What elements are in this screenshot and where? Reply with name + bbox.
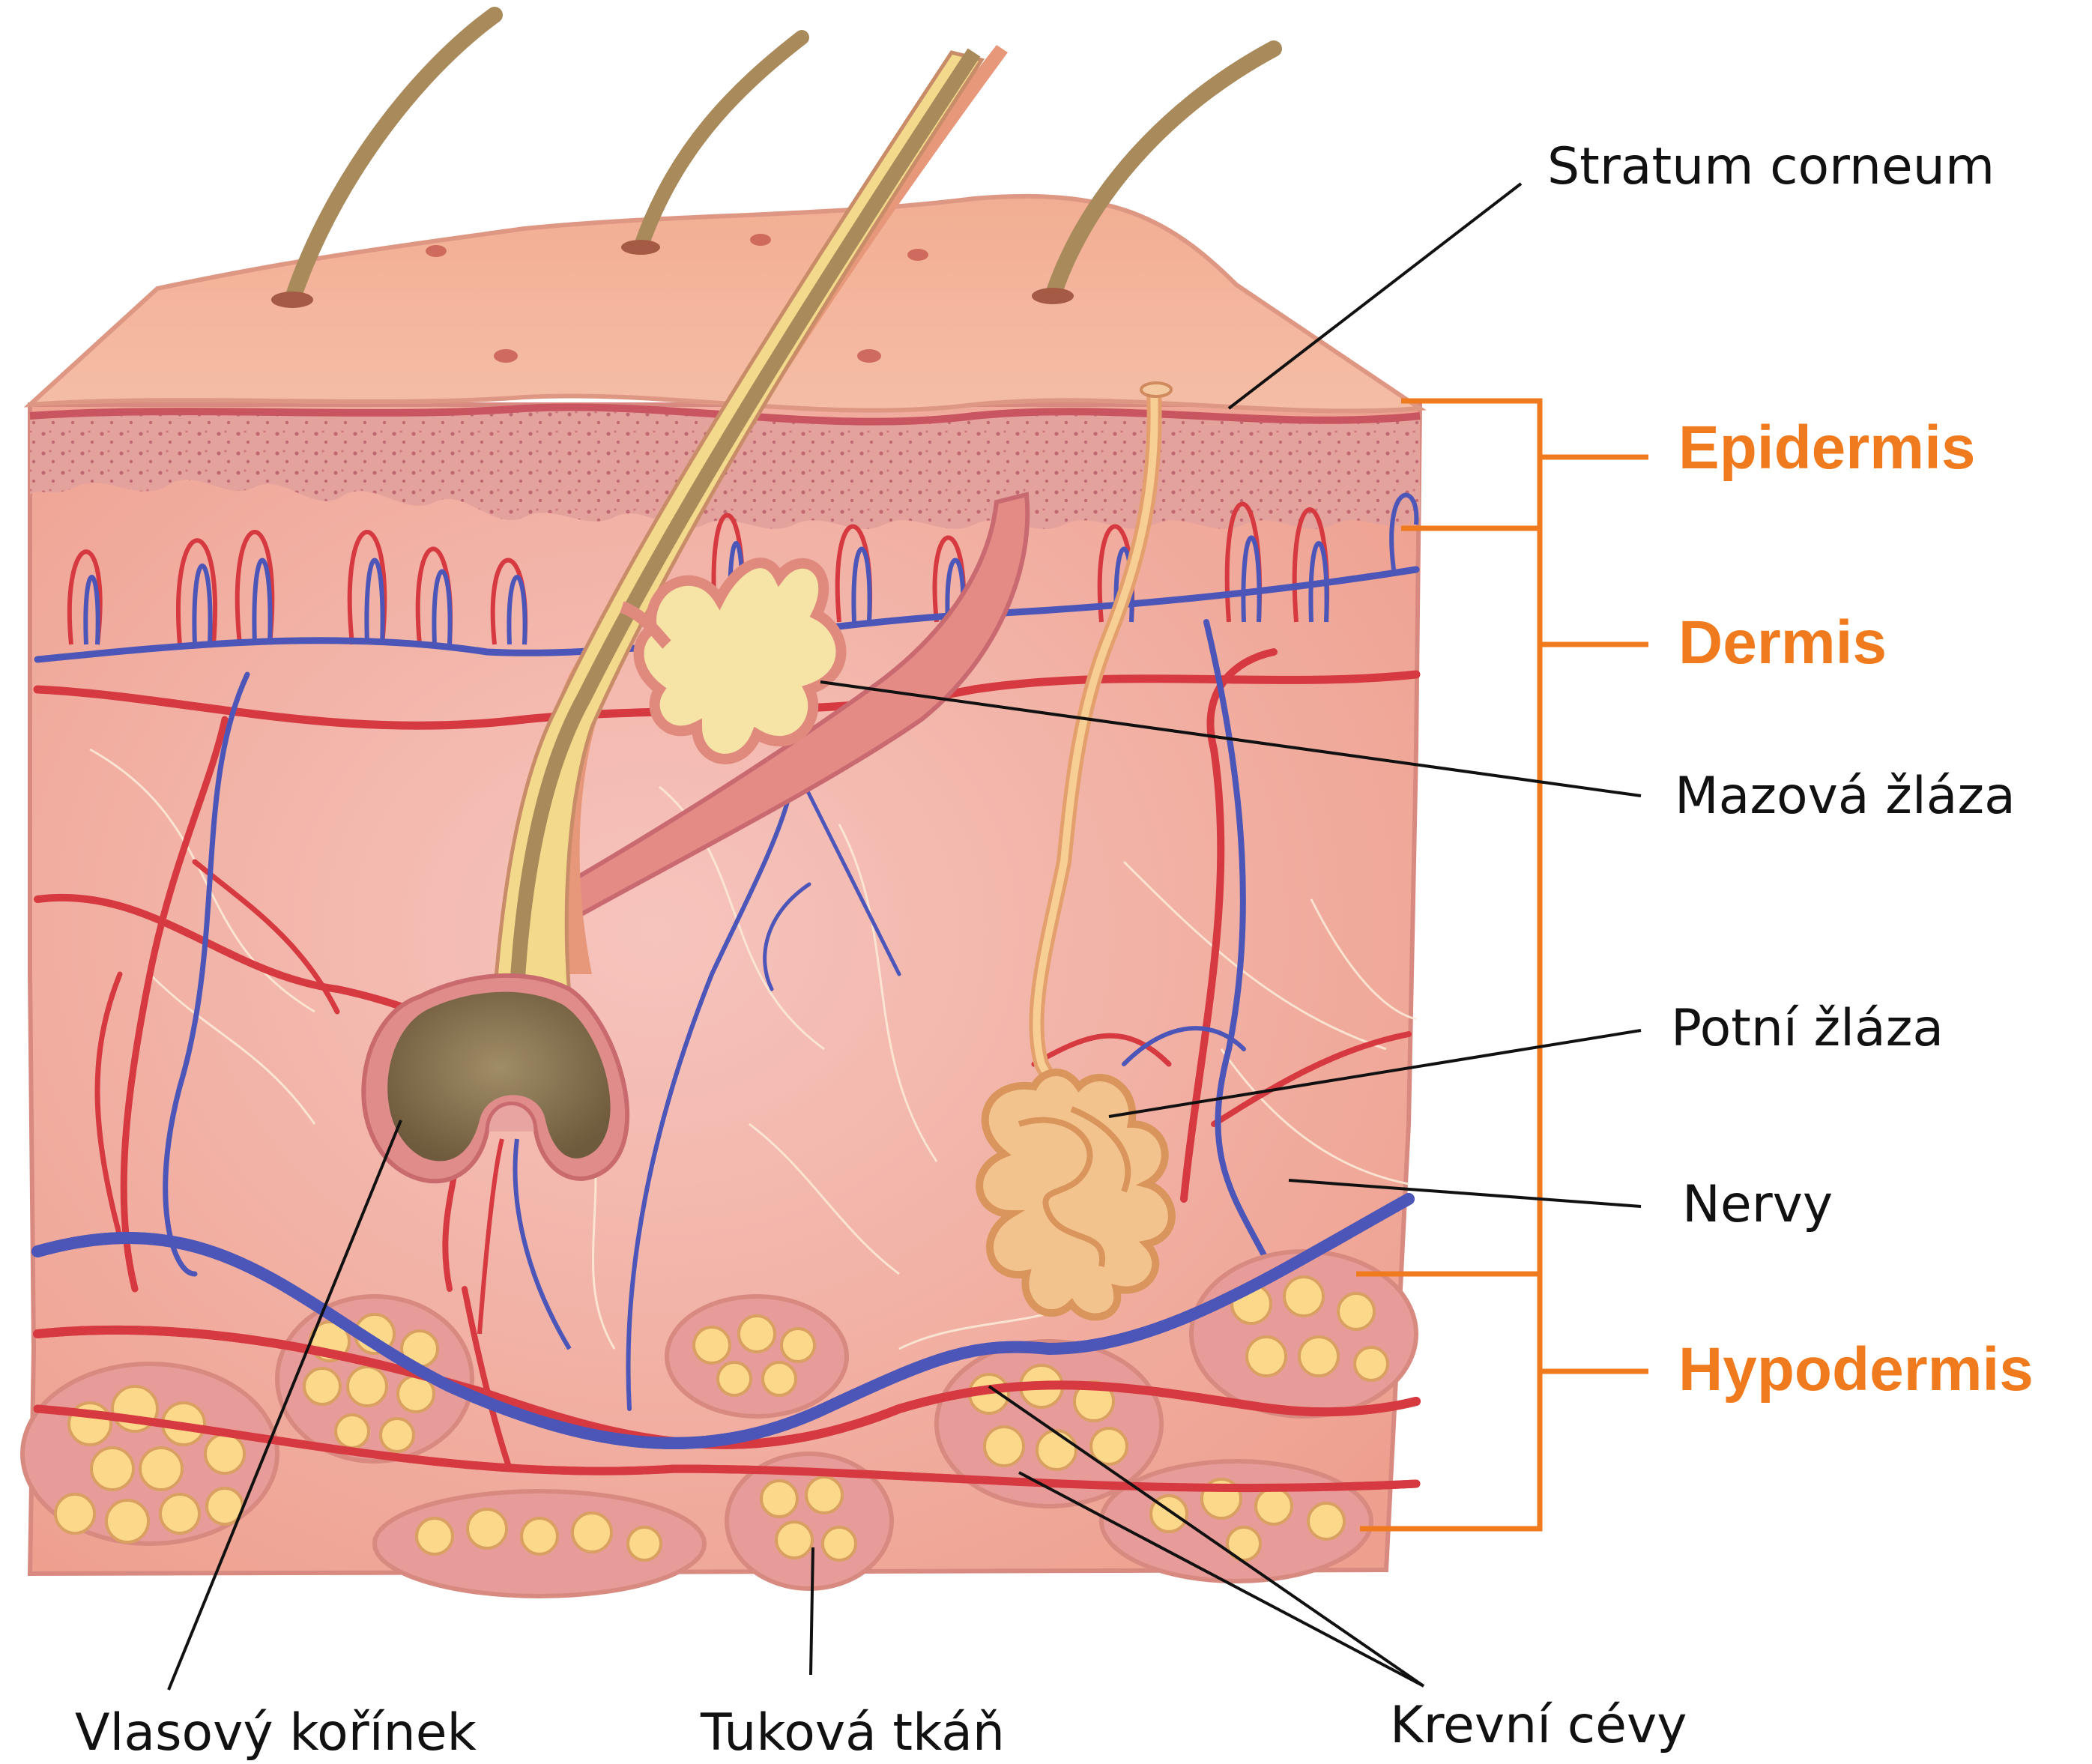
fat-lobule-icon <box>375 1491 704 1596</box>
label-stratum-corneum: Stratum corneum <box>1547 137 1995 196</box>
label-hypodermis: Hypodermis <box>1678 1335 2034 1404</box>
label-mazova-zlaza: Mazová žláza <box>1675 767 2016 826</box>
label-nervy: Nervy <box>1682 1175 1833 1234</box>
label-potni-zlaza: Potní žláza <box>1671 999 1944 1058</box>
label-krevni-cevy: Krevní cévy <box>1390 1696 1687 1755</box>
label-tukova-tkan: Tuková tkáň <box>700 1703 1005 1763</box>
fat-lobule-icon <box>667 1296 847 1416</box>
skin-surface <box>30 196 1420 411</box>
label-dermis: Dermis <box>1678 608 1887 677</box>
fat-lobule-icon <box>1101 1461 1371 1581</box>
label-epidermis: Epidermis <box>1678 414 1975 482</box>
label-vlasovy-korinek: Vlasový kořínek <box>75 1703 477 1763</box>
sebaceous-gland-icon <box>639 563 841 759</box>
